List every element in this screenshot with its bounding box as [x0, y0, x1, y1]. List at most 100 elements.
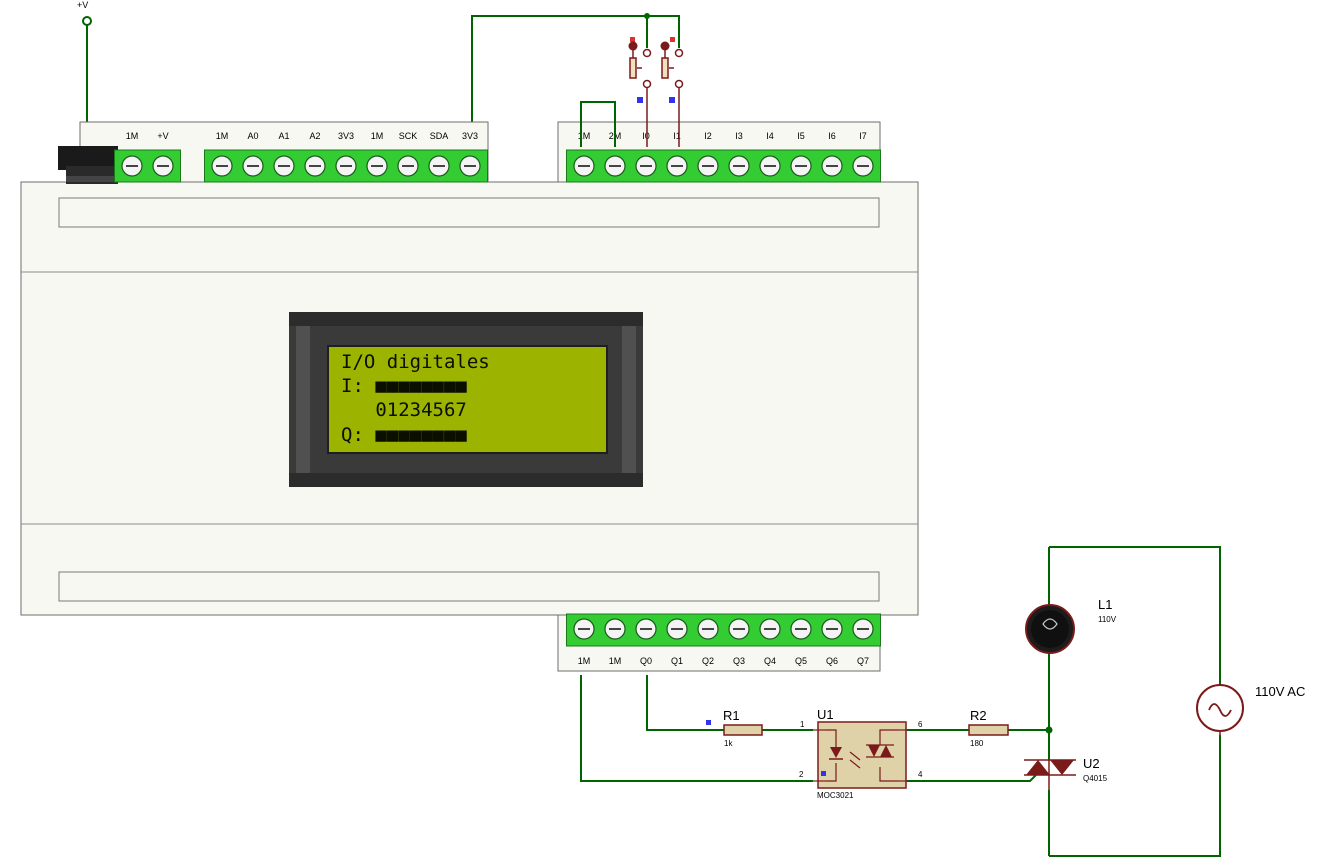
pin-marker-blue [669, 97, 675, 103]
pushbutton-i0[interactable] [628, 37, 652, 147]
terminal-label: 1M [126, 131, 139, 141]
u1-pin-1: 1 [800, 720, 805, 729]
terminal-screw[interactable] [604, 618, 626, 640]
button-cap [660, 41, 670, 51]
r2-value: 180 [970, 739, 984, 748]
supply-terminal[interactable]: +V [77, 0, 92, 122]
optocoupler-u1[interactable]: U1 1 2 6 4 MOC3021 [799, 707, 923, 800]
lcd-line-4: Q: ■■■■■■■■ [341, 424, 467, 446]
terminal-screw[interactable] [666, 618, 688, 640]
terminal-label: 1M [216, 131, 229, 141]
terminal-screw[interactable] [821, 155, 843, 177]
terminal-screw[interactable] [242, 155, 264, 177]
terminal-screw[interactable] [728, 618, 750, 640]
bottom-label-slot [58, 571, 880, 602]
lcd-display: I/O digitales I: ■■■■■■■■ 01234567 Q: ■■… [289, 312, 643, 487]
terminal-label: Q0 [640, 656, 652, 666]
terminal-screw[interactable] [759, 155, 781, 177]
terminal-label: Q3 [733, 656, 745, 666]
junction-dot [1045, 726, 1053, 734]
terminal-label: SDA [430, 131, 449, 141]
terminal-screw[interactable] [573, 618, 595, 640]
terminal-screw[interactable] [273, 155, 295, 177]
lcd-screen [327, 345, 608, 454]
r2-ref: R2 [970, 708, 987, 723]
terminal-label: 3V3 [462, 131, 478, 141]
terminal-block-power: 1M +V [114, 131, 181, 183]
terminal-screw[interactable] [573, 155, 595, 177]
terminal-label: I6 [828, 131, 836, 141]
output-wires [580, 546, 1221, 857]
terminal-screw[interactable] [121, 155, 143, 177]
resistor-r2[interactable]: R2 180 [968, 708, 1009, 748]
pin-marker-blue [637, 97, 643, 103]
terminal-screw[interactable] [335, 155, 357, 177]
terminal-label: I1 [673, 131, 681, 141]
terminal-screw[interactable] [821, 618, 843, 640]
u1-pin-6: 6 [918, 720, 923, 729]
terminal-label: Q6 [826, 656, 838, 666]
source-label: 110V AC [1255, 684, 1305, 699]
terminal-label: Q1 [671, 656, 683, 666]
terminal-label: SCK [399, 131, 418, 141]
u1-pin-4: 4 [918, 770, 923, 779]
terminal-screw[interactable] [397, 155, 419, 177]
terminal-screw[interactable] [604, 155, 626, 177]
led-icon [830, 747, 842, 758]
terminal-screw[interactable] [790, 155, 812, 177]
pin-marker-red [670, 37, 675, 42]
terminal-screw[interactable] [635, 618, 657, 640]
terminal-label: I5 [797, 131, 805, 141]
terminal-label: 1M [578, 656, 591, 666]
terminal-screw[interactable] [428, 155, 450, 177]
terminal-label: I3 [735, 131, 743, 141]
terminal-screw[interactable] [304, 155, 326, 177]
terminal-screw[interactable] [697, 155, 719, 177]
power-jack[interactable] [58, 146, 118, 184]
terminal-screw[interactable] [666, 155, 688, 177]
terminal-screw[interactable] [759, 618, 781, 640]
terminal-label: 1M [371, 131, 384, 141]
terminal-screw[interactable] [852, 155, 874, 177]
pin-marker-blue [706, 720, 711, 725]
terminal-screw[interactable] [211, 155, 233, 177]
triac-u2[interactable]: U2 Q4015 [1024, 756, 1108, 790]
terminal-label: +V [157, 131, 168, 141]
u1-part: MOC3021 [817, 791, 854, 800]
terminal-label: Q4 [764, 656, 776, 666]
u1-ref: U1 [817, 707, 834, 722]
terminal-label: Q7 [857, 656, 869, 666]
terminal-screw[interactable] [697, 618, 719, 640]
terminal-label: Q2 [702, 656, 714, 666]
terminal-screw[interactable] [790, 618, 812, 640]
l1-ref: L1 [1098, 597, 1112, 612]
terminal-label: 1M [578, 131, 591, 141]
u2-ref: U2 [1083, 756, 1100, 771]
terminal-screw[interactable] [152, 155, 174, 177]
terminal-screw[interactable] [635, 155, 657, 177]
pin-marker-red [630, 37, 635, 42]
lcd-line-2: I: ■■■■■■■■ [341, 375, 467, 397]
terminal-screw[interactable] [728, 155, 750, 177]
r1-ref: R1 [723, 708, 740, 723]
terminal-label: I7 [859, 131, 867, 141]
u1-pin-2: 2 [799, 770, 804, 779]
terminal-screw[interactable] [852, 618, 874, 640]
terminal-screw[interactable] [366, 155, 388, 177]
resistor-r1[interactable]: R1 1k [706, 708, 763, 748]
terminal-screw[interactable] [459, 155, 481, 177]
wire-3v3-to-switches [471, 13, 680, 147]
lamp-l1[interactable]: L1 110V [1025, 597, 1117, 654]
button-cap [628, 41, 638, 51]
ac-source[interactable]: 110V AC [1196, 684, 1305, 735]
terminal-label: A1 [278, 131, 289, 141]
supply-node [82, 16, 92, 26]
pushbutton-i1[interactable] [660, 37, 684, 147]
lcd-line-3: 01234567 [341, 399, 467, 421]
lcd-line-1: I/O digitales [341, 351, 490, 373]
jumper-1m-2m [580, 101, 616, 147]
pin-marker-blue [821, 771, 826, 776]
